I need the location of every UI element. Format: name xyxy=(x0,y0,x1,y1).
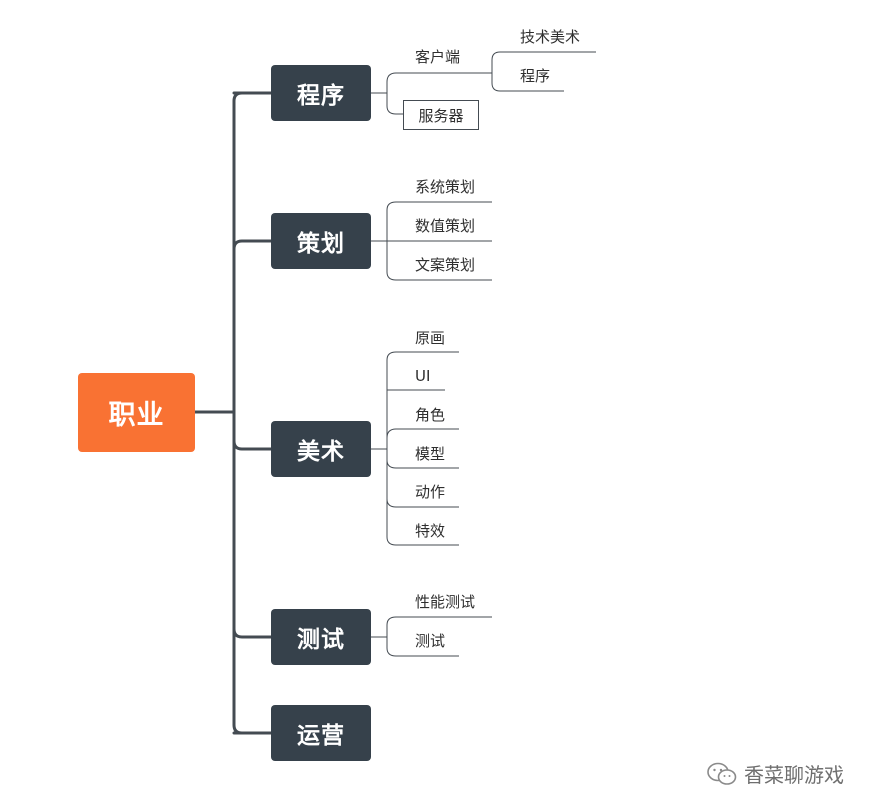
leaf-model[interactable]: 模型 xyxy=(415,445,446,463)
branch-node-program[interactable]: 程序 xyxy=(271,65,371,121)
branch-stub-art xyxy=(232,439,273,451)
leaf-perf-test[interactable]: 性能测试 xyxy=(415,593,476,611)
client-underline xyxy=(386,72,492,83)
sys-design-underline xyxy=(386,201,492,241)
copy-design-underline xyxy=(386,241,492,281)
branch-stub-test xyxy=(232,627,273,639)
branch-node-design[interactable]: 策划 xyxy=(271,213,371,269)
branch-node-art[interactable]: 美术 xyxy=(271,421,371,477)
test-underline xyxy=(386,637,459,657)
art-line-3 xyxy=(386,428,459,439)
art-line-1 xyxy=(386,351,459,449)
leaf-animation[interactable]: 动作 xyxy=(415,483,446,501)
leaf-numeric-design[interactable]: 数值策划 xyxy=(415,217,476,235)
leaf-ui[interactable]: UI xyxy=(415,367,431,385)
leaf-server[interactable]: 服务器 xyxy=(403,100,479,130)
leaf-tech-art[interactable]: 技术美术 xyxy=(520,28,581,46)
leaf-character[interactable]: 角色 xyxy=(415,406,446,424)
leaf-test[interactable]: 测试 xyxy=(415,632,446,650)
leaf-copy-design[interactable]: 文案策划 xyxy=(415,256,476,274)
branch-node-ops[interactable]: 运营 xyxy=(271,705,371,761)
wechat-icon xyxy=(707,762,737,785)
techart-underline xyxy=(491,51,596,73)
art-line-6 xyxy=(386,449,459,546)
client-program-underline xyxy=(491,73,564,92)
watermark: 香菜聊游戏 xyxy=(706,759,844,788)
branch-stub-design xyxy=(232,239,273,251)
server-connector xyxy=(386,82,403,115)
leaf-client[interactable]: 客户端 xyxy=(415,48,461,66)
watermark-text: 香菜聊游戏 xyxy=(744,763,844,787)
root-node-career[interactable]: 职业 xyxy=(78,373,195,452)
leaf-system-design[interactable]: 系统策划 xyxy=(415,178,476,196)
leaf-concept-art[interactable]: 原画 xyxy=(415,329,446,347)
leaf-client-program[interactable]: 程序 xyxy=(520,67,551,85)
perf-test-underline xyxy=(386,616,492,637)
leaf-vfx[interactable]: 特效 xyxy=(415,522,446,540)
branch-node-test[interactable]: 测试 xyxy=(271,609,371,665)
